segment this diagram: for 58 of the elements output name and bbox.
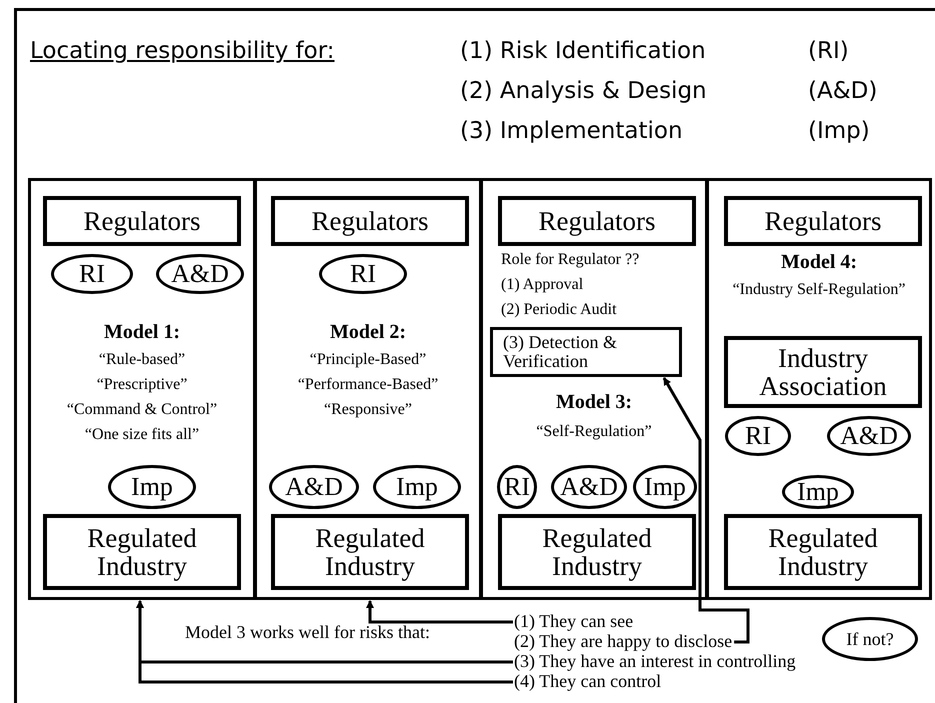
- model-heading: Model 2:: [328, 321, 408, 344]
- model-description: “Responsive”: [323, 401, 413, 419]
- title-box: Regulators: [498, 196, 696, 246]
- title: Locating responsibility for:: [30, 38, 335, 64]
- list-item: (1) They can see: [514, 611, 634, 632]
- title-box: Regulators: [43, 196, 241, 246]
- oval-label: RI: [319, 254, 407, 294]
- oval-label: RI: [51, 254, 133, 294]
- column-panel: [28, 178, 256, 600]
- legend-text: (3) Implementation: [460, 118, 683, 144]
- abbreviation: (RI): [808, 38, 849, 64]
- oval-label: Imp: [782, 475, 854, 509]
- oval-label: Imp: [108, 465, 196, 509]
- legend-text: (2) Analysis & Design: [460, 78, 707, 104]
- column-panel: [480, 178, 708, 600]
- model-description: “Rule-based”: [98, 351, 186, 369]
- title-box: Regulators: [724, 196, 922, 246]
- title-box: Regulated Industry: [271, 514, 469, 590]
- oval-label: RI: [725, 416, 791, 456]
- oval-label: A&D: [269, 465, 359, 509]
- model-description: “Prescriptive”: [96, 376, 188, 394]
- title-box: Regulated Industry: [498, 514, 696, 590]
- oval-label: If not?: [822, 617, 918, 661]
- oval-label: A&D: [551, 465, 627, 509]
- model-heading: Model 4:: [780, 251, 858, 274]
- highlight-box: (3) Detection & Verification: [490, 327, 682, 377]
- oval-label: RI: [497, 465, 537, 509]
- title-box: Industry Association: [724, 336, 922, 408]
- list-item: (1) Approval: [501, 276, 584, 294]
- model-heading: Model 3:: [554, 391, 634, 414]
- note-text: Model 3 works well for risks that:: [185, 622, 430, 643]
- list-item: (2) Periodic Audit: [501, 301, 617, 319]
- title-box: Regulators: [271, 196, 469, 246]
- arrow: [136, 600, 513, 684]
- model-heading: Model 1:: [102, 321, 182, 344]
- oval-label: Imp: [633, 465, 697, 509]
- oval-label: A&D: [156, 254, 244, 294]
- list-item: Role for Regulator ??: [501, 251, 640, 269]
- model-description: “One size fits all”: [84, 426, 200, 444]
- abbreviation: (A&D): [808, 78, 878, 104]
- title-box: Regulated Industry: [724, 514, 922, 590]
- legend-text: (1) Risk Identification: [460, 38, 706, 64]
- abbreviation: (Imp): [808, 118, 870, 144]
- model-description: “Performance-Based”: [296, 376, 440, 394]
- column-panel: [706, 178, 932, 600]
- oval-label: Imp: [373, 465, 461, 509]
- arrow: [662, 377, 750, 644]
- model-description: “Command & Control”: [66, 401, 218, 419]
- title-box: Regulated Industry: [43, 514, 241, 590]
- model-description: “Principle-Based”: [308, 351, 428, 369]
- model-description: “Industry Self-Regulation”: [732, 281, 906, 299]
- list-item: (4) They can control: [514, 671, 662, 692]
- list-item: (3) They have an interest in controlling: [514, 651, 796, 672]
- list-item: (2) They are happy to disclose: [514, 631, 732, 652]
- arrow: [366, 600, 513, 624]
- column-panel: [254, 178, 482, 600]
- oval-label: A&D: [827, 416, 911, 456]
- model-description: “Self-Regulation”: [535, 423, 653, 441]
